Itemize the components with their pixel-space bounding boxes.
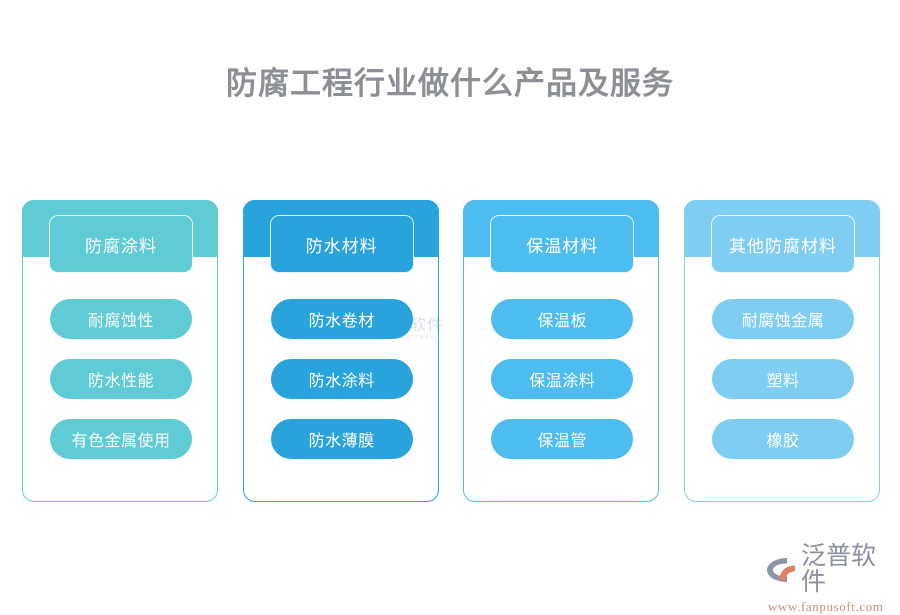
brand-logo: 泛普软件 www.fanpusoft.com [766, 544, 900, 615]
card-item[interactable]: 保温管 [491, 419, 634, 459]
card-item[interactable]: 保温涂料 [491, 359, 634, 399]
category-card-3[interactable]: 其他防腐材料 耐腐蚀金属 塑料 橡胶 [683, 200, 881, 502]
logo-website-url: www.fanpusoft.com [768, 599, 884, 614]
card-item[interactable]: 塑料 [711, 359, 854, 399]
card-item[interactable]: 耐腐蚀金属 [711, 299, 854, 339]
card-item[interactable]: 防水卷材 [270, 299, 413, 339]
card-item[interactable]: 有色金属使用 [50, 419, 192, 459]
category-card-0[interactable]: 防腐涂料 耐腐蚀性 防水性能 有色金属使用 [22, 200, 218, 502]
logo-company-name: 泛普软件 [801, 543, 877, 596]
card-item[interactable]: 保温板 [491, 299, 634, 339]
card-item[interactable]: 橡胶 [711, 419, 854, 459]
card-item-list-2: 保温板 保温涂料 保温管 [464, 299, 660, 459]
card-item[interactable]: 防水薄膜 [270, 419, 413, 459]
card-item-list-1: 防水卷材 防水涂料 防水薄膜 [244, 299, 440, 459]
card-item-list-0: 耐腐蚀性 防水性能 有色金属使用 [23, 299, 219, 459]
card-header-title-3[interactable]: 其他防腐材料 [710, 215, 855, 273]
card-item[interactable]: 耐腐蚀性 [50, 299, 192, 339]
card-header-title-2[interactable]: 保温材料 [490, 215, 635, 273]
infographic-page: 防腐工程行业做什么产品及服务 防腐涂料 耐腐蚀性 防水性能 有色金属使用 防水材… [22, 66, 883, 614]
category-card-row: 防腐涂料 耐腐蚀性 防水性能 有色金属使用 防水材料 防水卷材 防水涂料 防水薄… [22, 200, 880, 502]
card-header-title-0[interactable]: 防腐涂料 [49, 215, 193, 273]
logo-row: 泛普软件 [766, 544, 900, 596]
card-item[interactable]: 防水涂料 [270, 359, 413, 399]
card-item[interactable]: 防水性能 [50, 359, 192, 399]
category-card-1[interactable]: 防水材料 防水卷材 防水涂料 防水薄膜 [242, 200, 440, 502]
fanpu-arc-logo-icon [766, 557, 798, 583]
category-card-2[interactable]: 保温材料 保温板 保温涂料 保温管 [463, 200, 660, 502]
card-item-list-3: 耐腐蚀金属 塑料 橡胶 [685, 299, 881, 459]
page-title: 防腐工程行业做什么产品及服务 [226, 66, 674, 101]
card-header-title-1[interactable]: 防水材料 [269, 215, 414, 273]
